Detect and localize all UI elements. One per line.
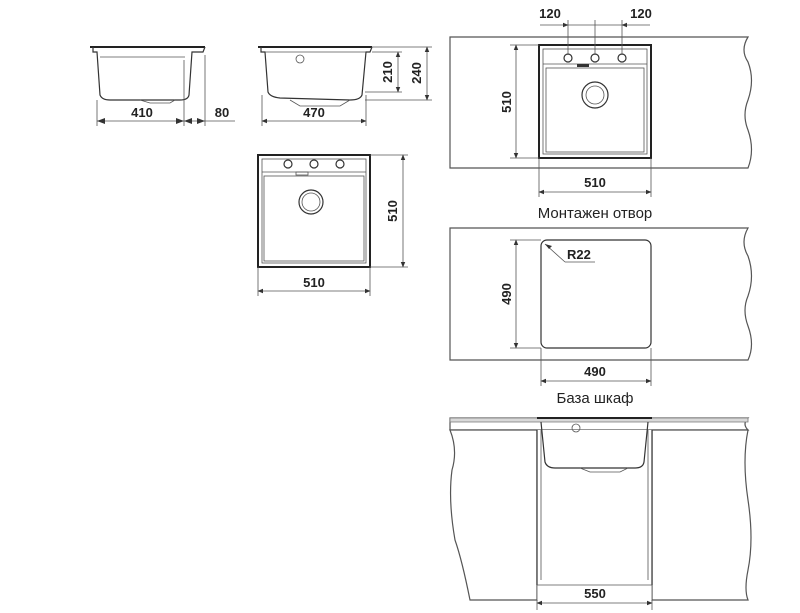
dim-install-height: 510: [499, 91, 514, 113]
drain-icon: [298, 189, 324, 215]
drain-icon: [581, 81, 609, 109]
dim-top-width: 510: [303, 275, 325, 290]
front-view: 410 80: [90, 46, 235, 126]
dim-install-width: 510: [584, 175, 606, 190]
dim-top-height: 510: [385, 200, 400, 222]
caption-cabinet: База шкаф: [556, 390, 633, 407]
dim-cutout-radius: R22: [567, 247, 591, 262]
dim-depth-inner: 210: [380, 61, 395, 83]
dim-front-width: 410: [131, 105, 153, 120]
tap-hole-icon: [309, 159, 319, 169]
dim-cutout-height: 490: [499, 283, 514, 305]
dim-tap-left: 120: [539, 6, 561, 21]
top-view: 510 510: [257, 154, 408, 296]
cabinet-view: 550: [449, 417, 752, 610]
dim-front-gap: 80: [215, 105, 229, 120]
dim-depth-total: 240: [409, 62, 424, 84]
install-view: 120 120 510 510: [449, 6, 753, 197]
dim-tap-right: 120: [630, 6, 652, 21]
tap-hole-icon: [283, 159, 293, 169]
dim-cabinet-width: 550: [584, 586, 606, 601]
cutout-view: R22 490 490: [449, 227, 753, 386]
overflow-icon: [571, 423, 581, 433]
dim-cutout-width: 490: [584, 364, 606, 379]
caption-cutout: Монтажен отвор: [538, 205, 653, 222]
overflow-icon: [295, 54, 305, 64]
tap-hole-icon: [335, 159, 345, 169]
dim-side-width: 470: [303, 105, 325, 120]
side-view: 210 240 470: [258, 46, 432, 126]
